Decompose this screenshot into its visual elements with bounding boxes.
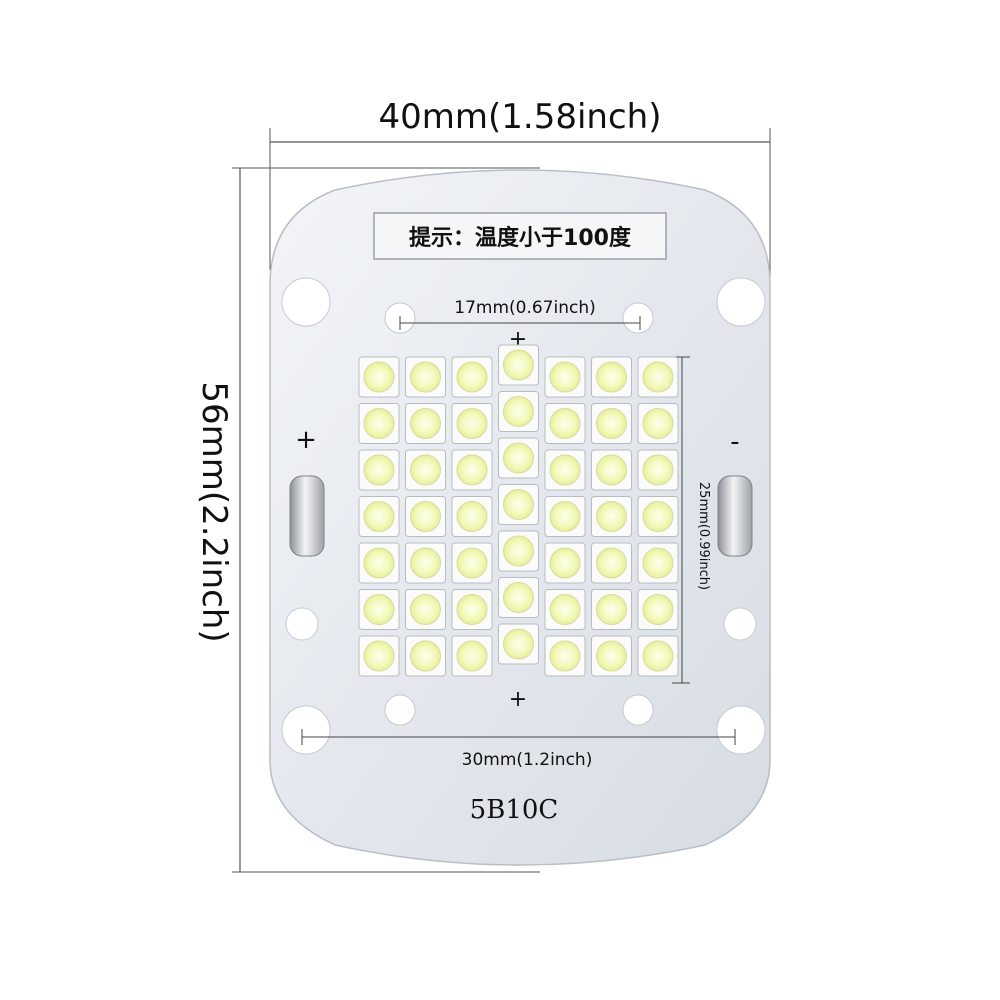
led-board: 提示：温度小于100度 + - + + 17mm(0.67inch) 25mm(… xyxy=(269,169,771,866)
led-chip xyxy=(405,496,446,537)
hole-spacing-label: 30mm(1.2inch) xyxy=(462,750,593,770)
led-chip xyxy=(498,484,539,525)
led-chip xyxy=(451,589,493,630)
led-chip xyxy=(498,344,539,386)
led-chip xyxy=(405,449,446,491)
height-dimension: 56mm(2.2inch) xyxy=(194,167,540,873)
led-chip xyxy=(591,589,632,630)
led-chip xyxy=(358,496,400,537)
solder-pad-positive xyxy=(289,475,325,557)
led-chip xyxy=(451,496,493,537)
led-chip xyxy=(544,403,586,444)
led-chip xyxy=(544,496,586,537)
led-chip xyxy=(358,403,400,444)
led-chip xyxy=(451,635,493,677)
led-chip xyxy=(405,635,446,677)
hole-inner-tr xyxy=(622,302,654,334)
led-chip xyxy=(591,542,632,584)
led-chip xyxy=(405,589,446,630)
led-chip xyxy=(358,589,400,630)
led-chip xyxy=(405,403,446,444)
led-chip xyxy=(544,635,586,677)
led-chip xyxy=(498,530,539,572)
warning-box xyxy=(373,212,667,260)
model-code: 5B10C xyxy=(470,795,559,825)
led-chip xyxy=(544,589,586,630)
led-chip xyxy=(591,635,632,677)
warning-text: 提示：温度小于100度 xyxy=(409,225,632,251)
width-label: 40mm(1.58inch) xyxy=(379,97,662,137)
led-chip xyxy=(451,403,493,444)
positive-terminal-label: + xyxy=(295,425,317,455)
led-chip xyxy=(358,542,400,584)
negative-terminal-label: - xyxy=(730,427,739,457)
polarity-bottom: + xyxy=(509,687,527,712)
led-chip xyxy=(358,356,400,398)
led-chip xyxy=(637,496,679,537)
led-chip xyxy=(591,403,632,444)
led-chip xyxy=(637,589,679,630)
led-array xyxy=(358,344,679,677)
led-chip xyxy=(637,449,679,491)
led-chip xyxy=(498,391,539,432)
led-chip xyxy=(498,623,539,665)
hole-top-left xyxy=(281,277,331,327)
led-chip xyxy=(544,542,586,584)
led-chip xyxy=(637,356,679,398)
hole-mid-left xyxy=(285,607,319,641)
led-chip xyxy=(498,577,539,618)
height-label: 56mm(2.2inch) xyxy=(194,381,234,642)
array-height-label: 25mm(0.99inch) xyxy=(696,482,711,590)
led-chip xyxy=(591,356,632,398)
solder-pad-negative xyxy=(717,475,753,557)
hole-inner-br xyxy=(622,694,654,726)
led-chip xyxy=(544,449,586,491)
led-chip xyxy=(405,542,446,584)
hole-bottom-left xyxy=(281,705,331,755)
led-chip xyxy=(451,542,493,584)
led-chip xyxy=(498,437,539,479)
led-chip xyxy=(358,449,400,491)
led-chip xyxy=(637,635,679,677)
array-height-dimension: 25mm(0.99inch) xyxy=(672,356,711,684)
led-chip xyxy=(637,542,679,584)
array-width-dimension: 17mm(0.67inch) xyxy=(399,298,641,330)
led-chip xyxy=(591,496,632,537)
led-chip xyxy=(451,449,493,491)
hole-inner-bl xyxy=(384,694,416,726)
led-chip xyxy=(405,356,446,398)
hole-spacing-dimension: 30mm(1.2inch) xyxy=(301,729,736,770)
led-chip xyxy=(637,403,679,444)
hole-mid-right xyxy=(723,607,757,641)
width-dimension: 40mm(1.58inch) xyxy=(269,97,771,285)
mounting-holes xyxy=(281,277,766,755)
led-chip xyxy=(544,356,586,398)
led-chip xyxy=(591,449,632,491)
led-chip xyxy=(358,635,400,677)
hole-top-right xyxy=(716,277,766,327)
led-chip xyxy=(451,356,493,398)
hole-bottom-right xyxy=(716,705,766,755)
array-width-label: 17mm(0.67inch) xyxy=(454,298,596,318)
